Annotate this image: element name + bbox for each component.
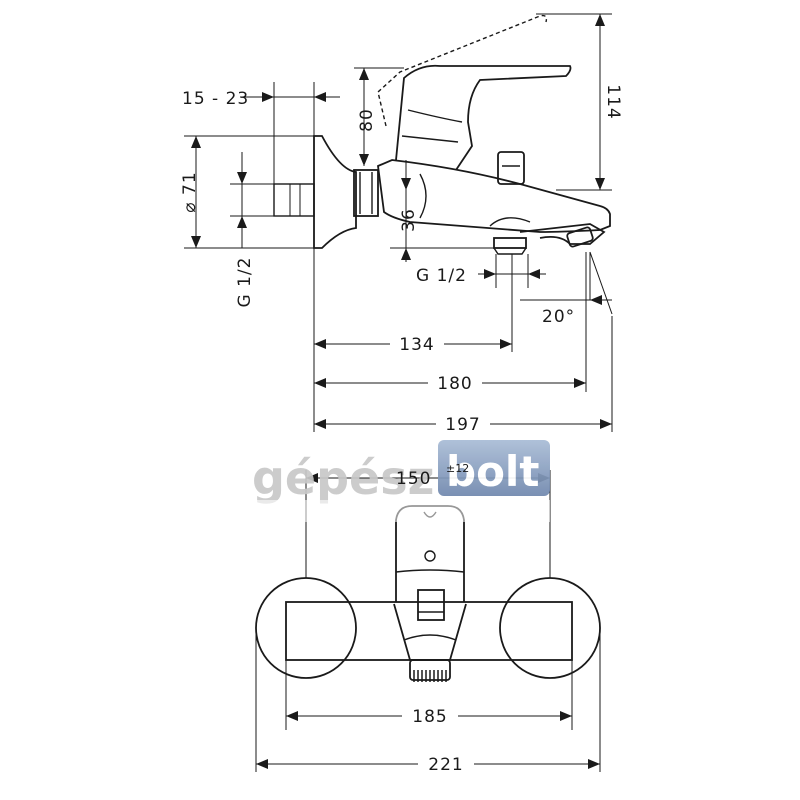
rosette-left — [255, 577, 357, 679]
lever-hole — [424, 550, 436, 562]
watermark-badge — [438, 440, 550, 496]
rosette — [313, 135, 357, 249]
spout-aerator — [566, 226, 594, 248]
watermark-logo: gépész bolt — [252, 440, 550, 522]
watermark-text-b: bolt — [446, 447, 539, 496]
dim-15-23: 15 - 23 — [182, 89, 249, 109]
side-view: 15 - 23 80 114 ⌀ 71 G 1/2 36 — [180, 13, 623, 435]
dim-80: 80 — [357, 108, 377, 132]
dim-221: 221 — [428, 755, 463, 775]
dim-114: 114 — [603, 84, 623, 119]
watermark-text-a: gépész — [252, 451, 434, 505]
lever-alt-position — [377, 14, 548, 127]
dim-180: 180 — [437, 374, 472, 394]
dim-36: 36 — [399, 208, 419, 232]
dim-150: 150 — [396, 469, 431, 489]
dim-134: 134 — [399, 335, 434, 355]
mixer-body — [377, 159, 611, 233]
dim-20deg: 20° — [542, 307, 575, 327]
dim-150-tolerance: ±12 — [446, 462, 469, 475]
front-body — [285, 601, 573, 661]
rosette-right — [499, 577, 601, 679]
dim-71: ⌀ 71 — [180, 171, 200, 212]
bottom-outlet — [493, 237, 527, 249]
dim-185: 185 — [412, 707, 447, 727]
dim-g12-left: G 1/2 — [235, 257, 255, 308]
wall-connector — [273, 183, 315, 217]
spout — [519, 223, 606, 245]
eccentric-nut — [353, 169, 379, 217]
front-diverter — [417, 589, 445, 621]
diverter-knob — [497, 151, 525, 185]
dim-197: 197 — [445, 415, 480, 435]
lever-handle — [395, 64, 572, 171]
dim-g12-bottom: G 1/2 — [416, 266, 467, 286]
